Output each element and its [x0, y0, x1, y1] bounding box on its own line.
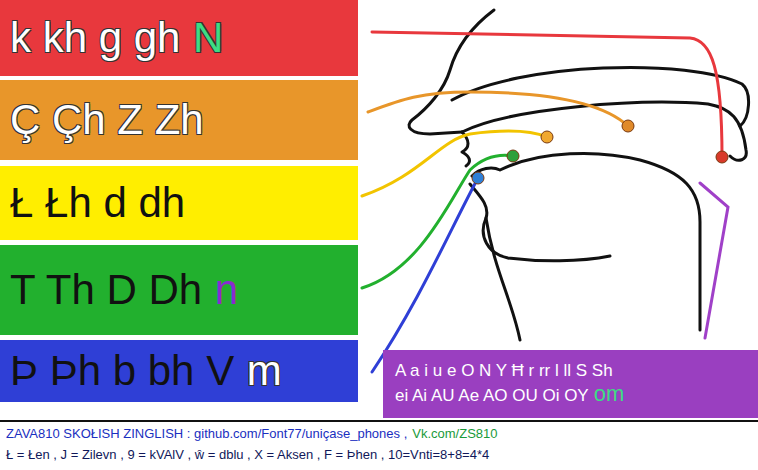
dental-line [362, 155, 513, 288]
phone-letters: N [193, 14, 223, 62]
phone-letters: Ł Łh d dh [10, 179, 185, 227]
palatal-dot [622, 120, 634, 132]
text-row: T Th D Dh n [10, 266, 358, 314]
text-row: ei Ai AU Ae AO OU Oi OYom [395, 381, 758, 407]
face-profile [409, 10, 494, 134]
chin [486, 218, 520, 340]
phone-letters: k kh g gh [10, 14, 180, 62]
footer-row: ZAVA810 SKOŁISH ZINGLISH : github.com/Fo… [6, 426, 498, 441]
velar-dot [716, 151, 728, 163]
text-row: Ç Çh Z Zh [10, 96, 358, 144]
dental-band: T Th D Dh n [0, 245, 358, 335]
phone-letters: T Th D Dh [10, 266, 202, 314]
footer-rule [0, 420, 758, 422]
nasal-cavity [452, 67, 749, 126]
labial-band: Þ Þh b bh V m [0, 340, 358, 402]
velar-band: k kh g gh N [0, 0, 358, 76]
link-text: Vk.com/ZS810 [412, 426, 497, 441]
glottal-line [700, 183, 728, 338]
alveolar-dot [541, 131, 553, 143]
alveolar-band: Ł Łh d dh [0, 166, 358, 240]
palatal-band: Ç Çh Z Zh [0, 80, 358, 160]
labial-dot [472, 172, 484, 184]
phone-letters: n [215, 266, 238, 314]
text-row: A a i u e O N Y Ħ r rr l ll S Sh [395, 361, 758, 381]
vowel-box: A a i u e O N Y Ħ r rr l ll S Shei Ai AU… [383, 350, 758, 418]
phone-letters: om [594, 381, 625, 407]
phone-letters: m [247, 347, 282, 395]
text-row: k kh g gh N [10, 14, 358, 62]
labial-line [372, 178, 478, 372]
palatal-line [368, 92, 628, 126]
text-row: Ł Łh d dh [10, 179, 358, 227]
alveolar-line [362, 131, 547, 196]
credit-text: ZAVA810 SKOŁISH ZINGLISH : github.com/Fo… [6, 426, 407, 441]
phone-letters: ei Ai AU Ae AO OU Oi OY [395, 386, 589, 406]
phone-letters: Þ Þh b bh V [10, 347, 234, 395]
tongue [472, 153, 700, 330]
text-row: Þ Þh b bh V m [10, 347, 358, 395]
key-note: Ł = Łen , J = Zilevn , 9 = kVAlV , ŵ = d… [6, 447, 489, 462]
phone-letters: Ç Çh Z Zh [10, 96, 204, 144]
dental-dot [507, 150, 519, 162]
phone-letters: A a i u e O N Y Ħ r rr l ll S Sh [395, 361, 613, 381]
